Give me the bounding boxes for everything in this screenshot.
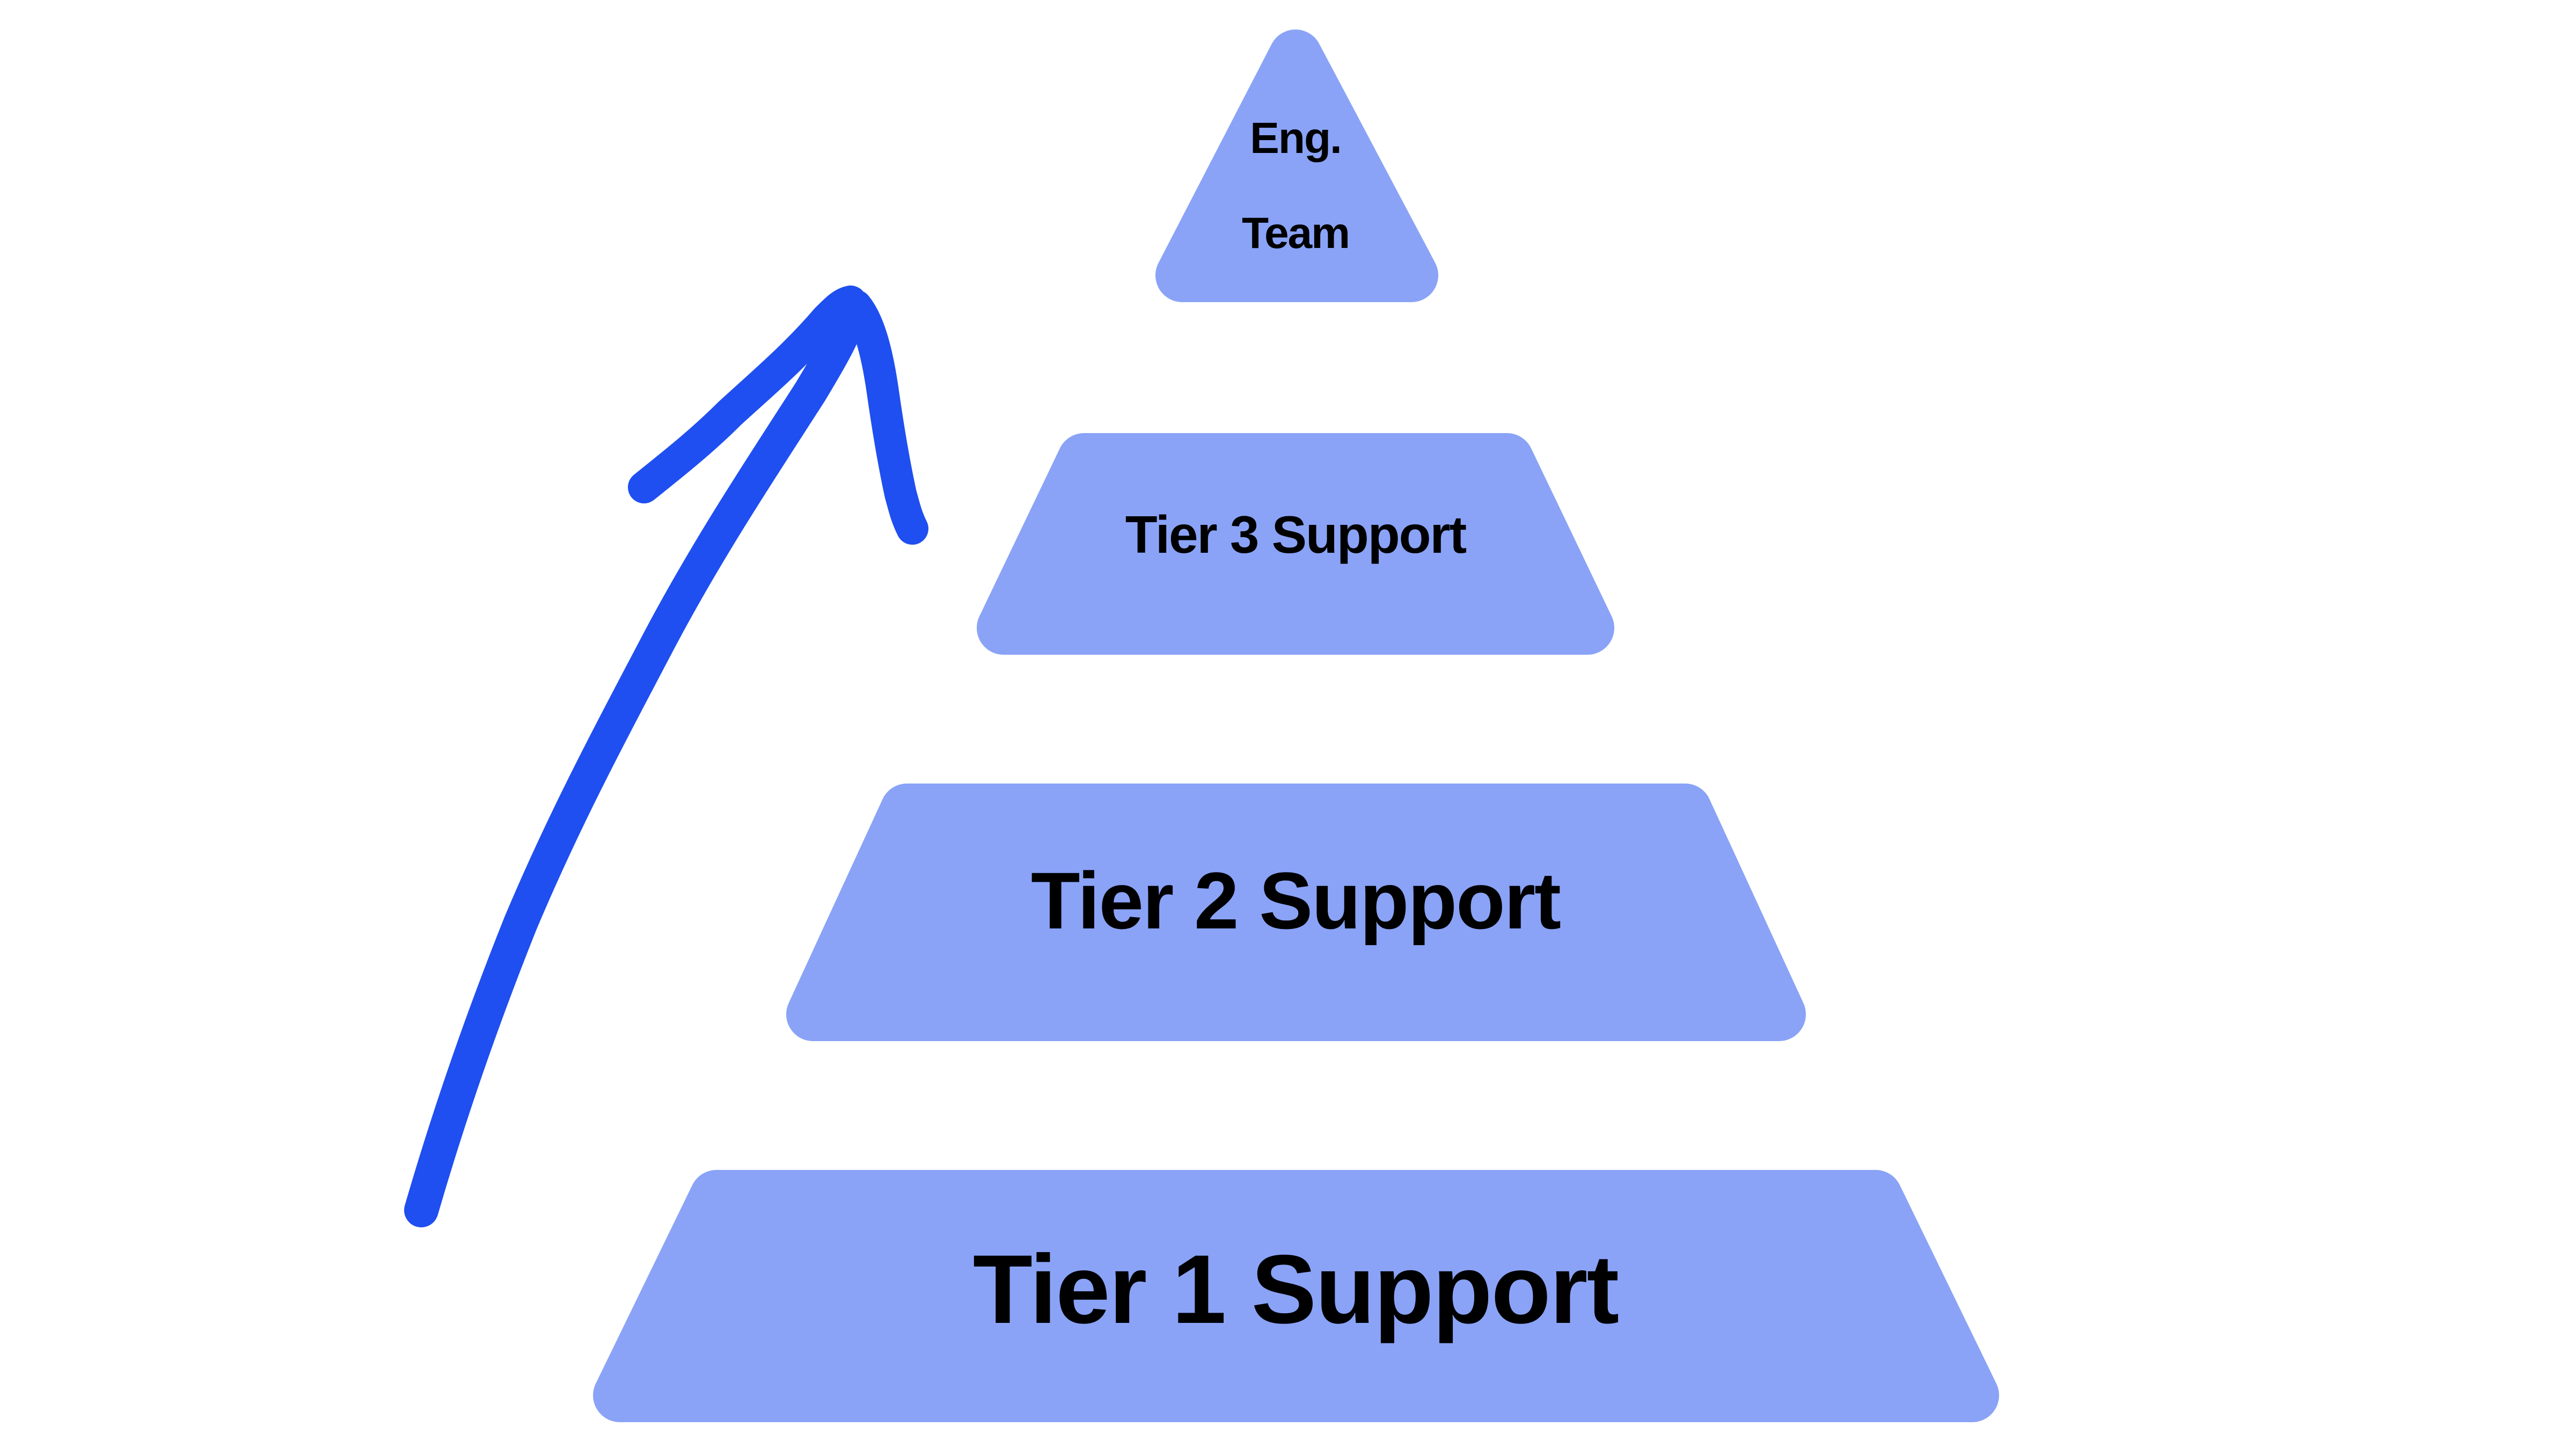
arrow-head-right (840, 290, 928, 545)
pyramid-tier-2: Tier 2 Support (786, 784, 1806, 1041)
arrow-shaft (404, 297, 868, 1227)
tier-label: Tier 3 Support (1125, 505, 1467, 564)
tier-label: Tier 2 Support (1031, 855, 1561, 946)
pyramid-tier-3: Tier 3 Support (977, 433, 1614, 655)
hand-drawn-up-arrow-icon (404, 286, 928, 1227)
tier-shape (977, 433, 1614, 655)
tier-shape (593, 1170, 1999, 1422)
arrow-head-left (628, 286, 867, 503)
tier-label-line1: Eng. (1250, 114, 1341, 163)
tier-label: Tier 1 Support (973, 1234, 1619, 1344)
tier-label-line2: Team (1242, 209, 1349, 258)
tier-shape (1155, 30, 1438, 302)
pyramid-tier-1: Tier 1 Support (593, 1170, 1999, 1422)
pyramid-tier-eng-team: Eng. Team (1155, 30, 1438, 302)
tier-shape (786, 784, 1806, 1041)
